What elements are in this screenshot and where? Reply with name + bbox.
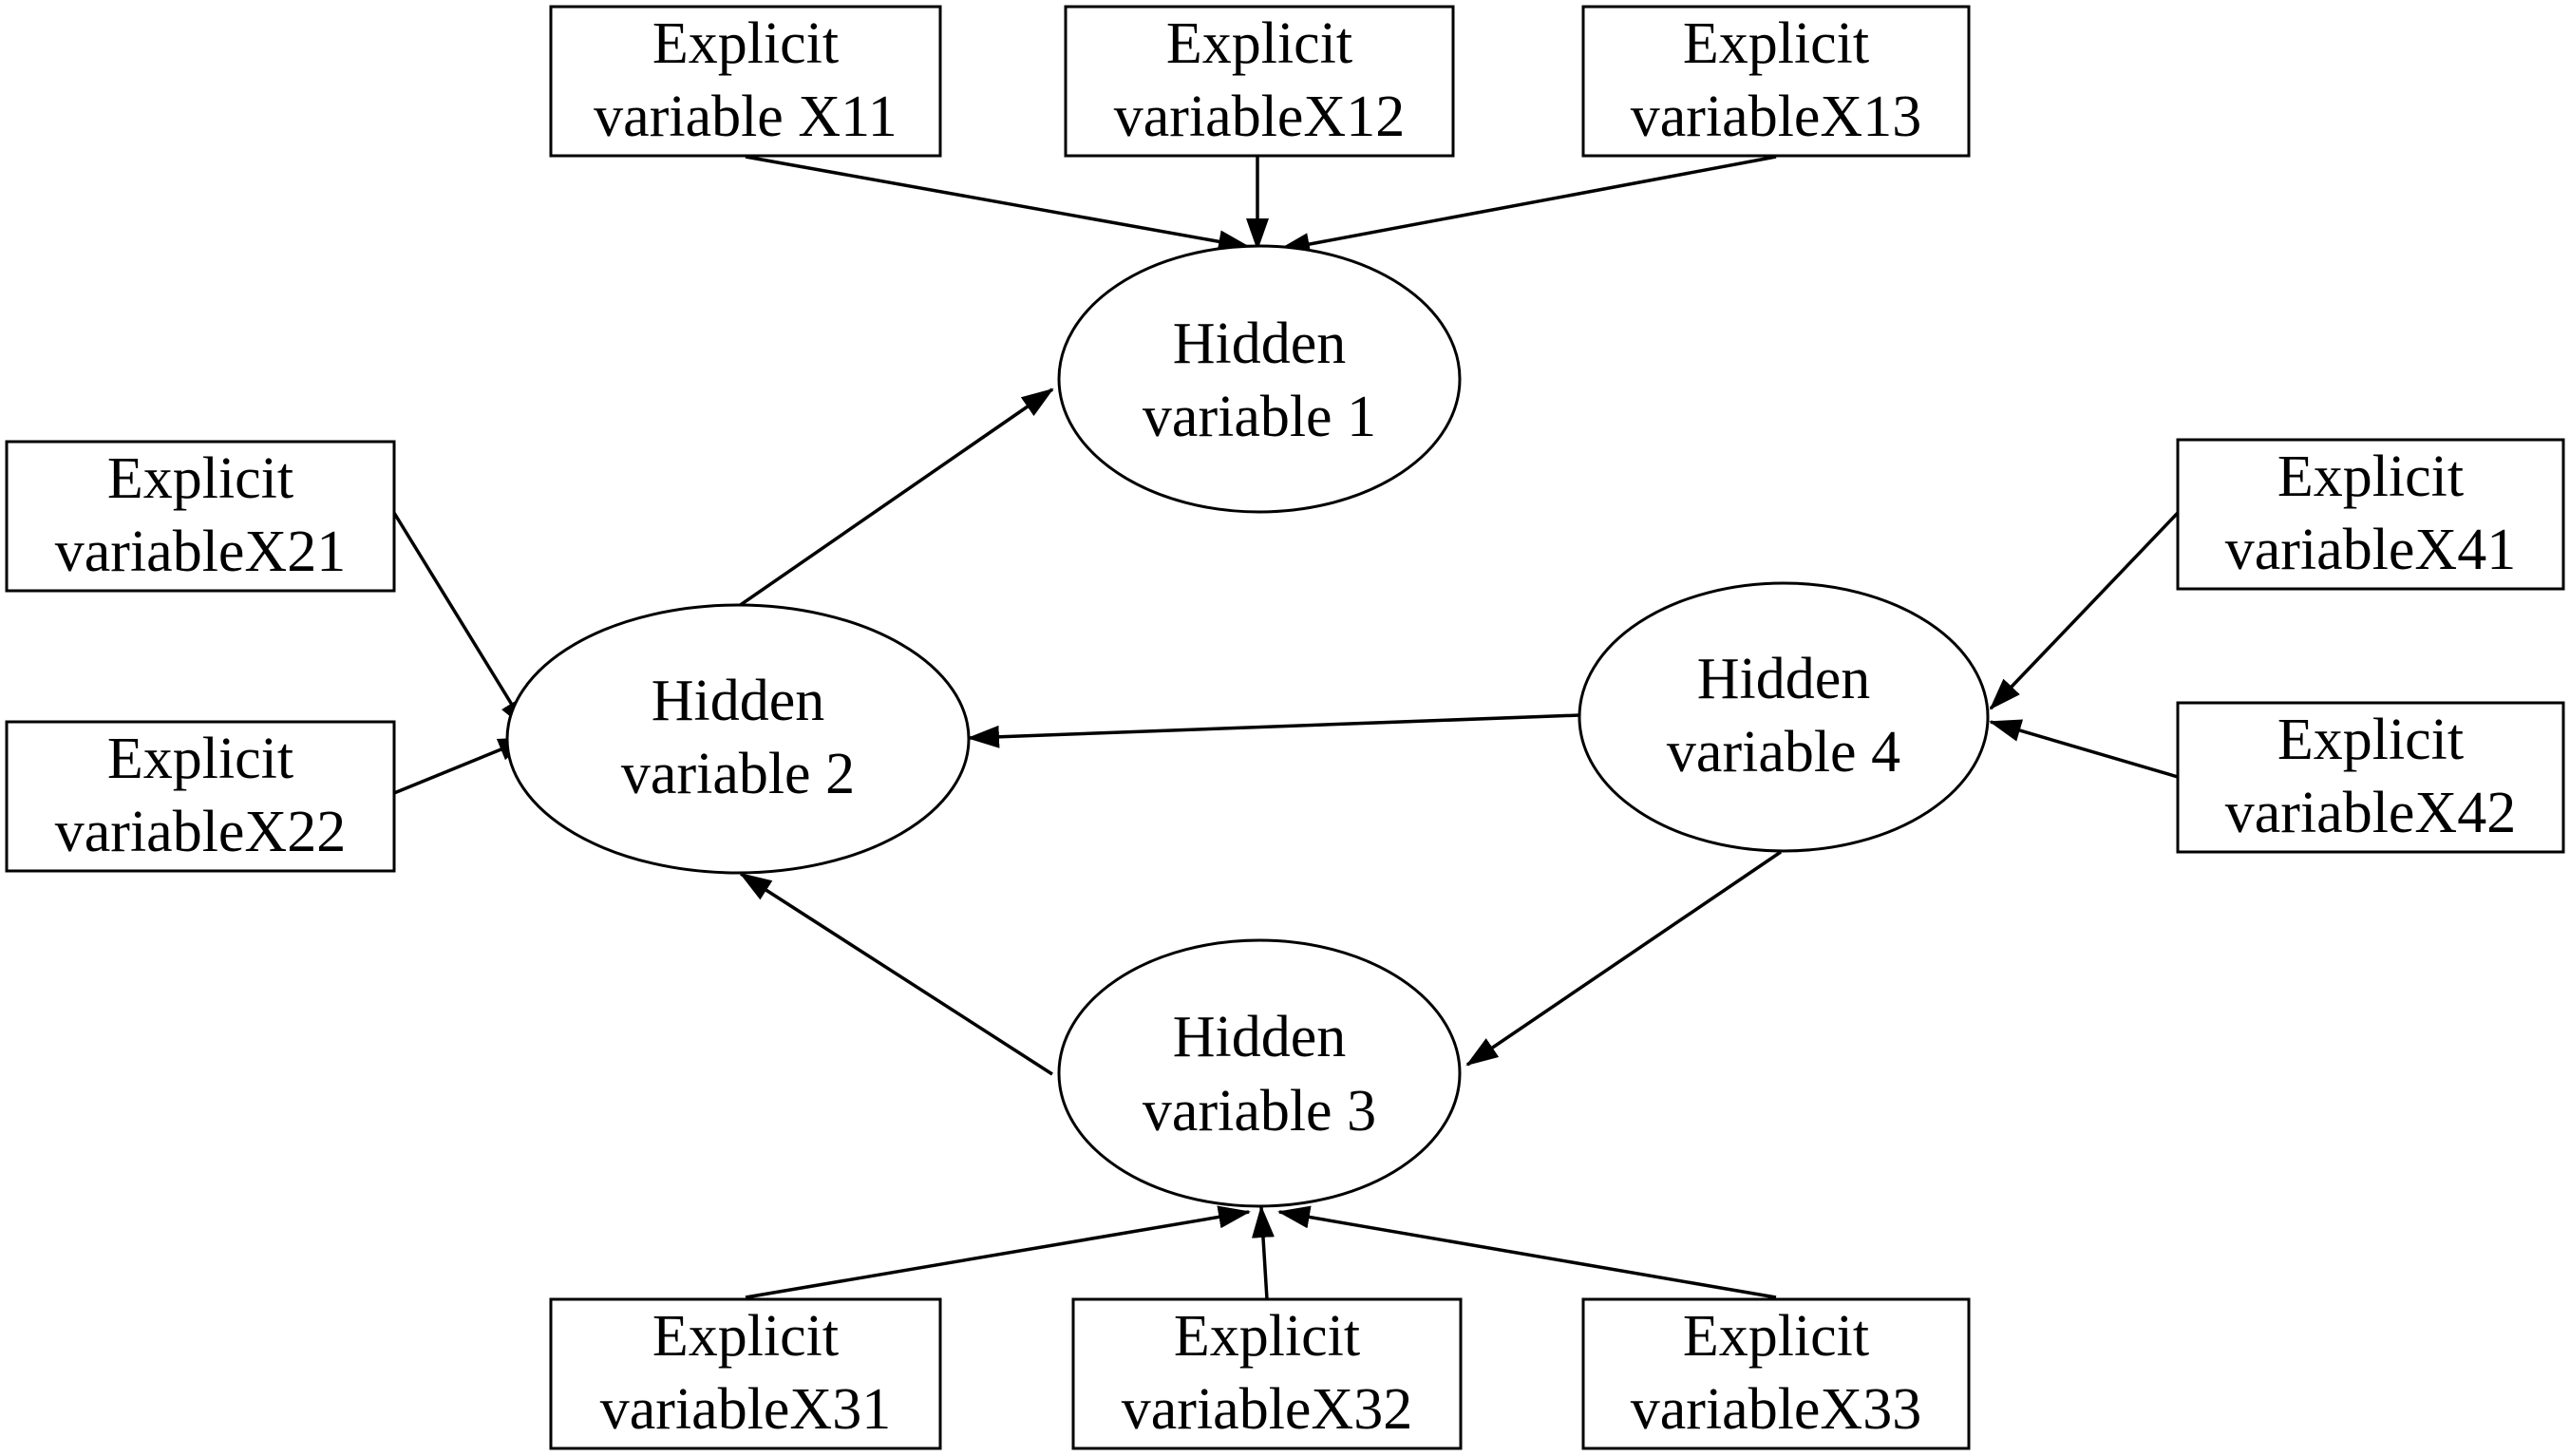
explicit-variable-x41-line1: Explicit (2277, 444, 2464, 509)
explicit-variable-x42-line2: variableX42 (2225, 781, 2516, 845)
edge-x31-to-hidden3 (745, 1205, 1251, 1299)
hidden-variable-3-shape (1057, 938, 1462, 1208)
explicit-variable-x13-line1: Explicit (1683, 11, 1869, 76)
edge-x21-to-hidden2 (392, 512, 529, 731)
hidden-variable-2-line2: variable 2 (621, 742, 855, 806)
explicit-variable-x32-line1: Explicit (1174, 1304, 1360, 1369)
hidden-variable-3-line2: variable 3 (1143, 1079, 1376, 1144)
explicit-variable-x41-box (2176, 438, 2565, 591)
hidden-variable-2-shape (505, 603, 971, 875)
explicit-variable-x21-line1: Explicit (107, 446, 293, 511)
explicit-variable-x32-line2: variableX32 (1122, 1377, 1412, 1442)
explicit-variable-x31-line1: Explicit (652, 1304, 839, 1369)
edge-x13-to-hidden1 (1277, 155, 1777, 255)
explicit-variable-x11-line2: variable X11 (594, 85, 898, 149)
hidden-variable-3: Hidden variable 3 (1057, 938, 1462, 1208)
hidden-variable-3-line1: Hidden (1173, 1005, 1347, 1069)
edge-x33-to-hidden3 (1277, 1205, 1777, 1299)
edge-hidden2-to-hidden1 (738, 388, 1054, 608)
explicit-variable-x12-line2: variableX12 (1114, 85, 1405, 149)
explicit-variable-x11-box (549, 5, 942, 158)
explicit-variable-x42: Explicit variableX42 (2176, 701, 2565, 854)
explicit-variable-x22-line1: Explicit (107, 727, 293, 791)
explicit-variable-x33-line2: variableX33 (1631, 1377, 1921, 1442)
hidden-variable-1: Hidden variable 1 (1057, 244, 1462, 514)
hidden-variable-2: Hidden variable 2 (505, 603, 971, 875)
hidden-variable-4-line1: Hidden (1697, 647, 1871, 711)
explicit-variable-x32: Explicit variableX32 (1071, 1297, 1463, 1450)
explicit-variable-x11-line1: Explicit (652, 11, 839, 76)
explicit-variable-x31-line2: variableX31 (600, 1377, 891, 1442)
edges (392, 155, 2180, 1300)
hidden-variable-4: Hidden variable 4 (1578, 581, 1990, 853)
explicit-variable-x33: Explicit variableX33 (1581, 1297, 1971, 1450)
edge-x42-to-hidden4 (1989, 719, 2179, 779)
hidden-variable-1-line1: Hidden (1173, 312, 1347, 376)
explicit-variable-x13-box (1581, 5, 1971, 158)
explicit-variable-x13-line2: variableX13 (1631, 85, 1921, 149)
hidden-variable-2-line1: Hidden (652, 669, 825, 733)
edge-hidden3-to-hidden2 (739, 872, 1053, 1076)
explicit-variable-x31: Explicit variableX31 (549, 1297, 942, 1450)
explicit-variable-x12-box (1064, 5, 1455, 158)
explicit-variable-x31-box (549, 1297, 942, 1450)
explicit-variable-x21-box (5, 440, 396, 593)
explicit-variable-x33-box (1581, 1297, 1971, 1450)
explicit-variable-x12: Explicit variableX12 (1064, 5, 1455, 158)
explicit-variable-x22-line2: variableX22 (55, 800, 346, 864)
hidden-variable-4-shape (1578, 581, 1990, 853)
explicit-variable-x21-line2: variableX21 (55, 520, 346, 584)
edge-x41-to-hidden4 (1989, 511, 2180, 710)
explicit-variable-x42-line1: Explicit (2277, 708, 2464, 772)
explicit-variable-x11: Explicit variable X11 (549, 5, 942, 158)
explicit-variable-x21: Explicit variableX21 (5, 440, 396, 593)
edge-hidden4-to-hidden2 (967, 713, 1580, 748)
explicit-variable-x22: Explicit variableX22 (5, 720, 396, 873)
edge-hidden4-to-hidden3 (1465, 850, 1782, 1067)
explicit-variable-x12-line1: Explicit (1166, 11, 1352, 76)
explicit-variable-x13: Explicit variableX13 (1581, 5, 1971, 158)
hidden-variable-1-line2: variable 1 (1143, 385, 1376, 449)
explicit-variable-x41-line2: variableX41 (2225, 518, 2516, 582)
explicit-variable-x22-box (5, 720, 396, 873)
edge-x32-to-hidden3 (1251, 1205, 1275, 1300)
explicit-variable-x33-line1: Explicit (1683, 1304, 1869, 1369)
hidden-variable-1-shape (1057, 244, 1462, 514)
explicit-variable-x32-box (1071, 1297, 1463, 1450)
hidden-variable-4-line2: variable 4 (1667, 720, 1900, 785)
explicit-variable-x42-box (2176, 701, 2565, 854)
explicit-variable-x41: Explicit variableX41 (2176, 438, 2565, 591)
edge-x11-to-hidden1 (745, 155, 1251, 254)
